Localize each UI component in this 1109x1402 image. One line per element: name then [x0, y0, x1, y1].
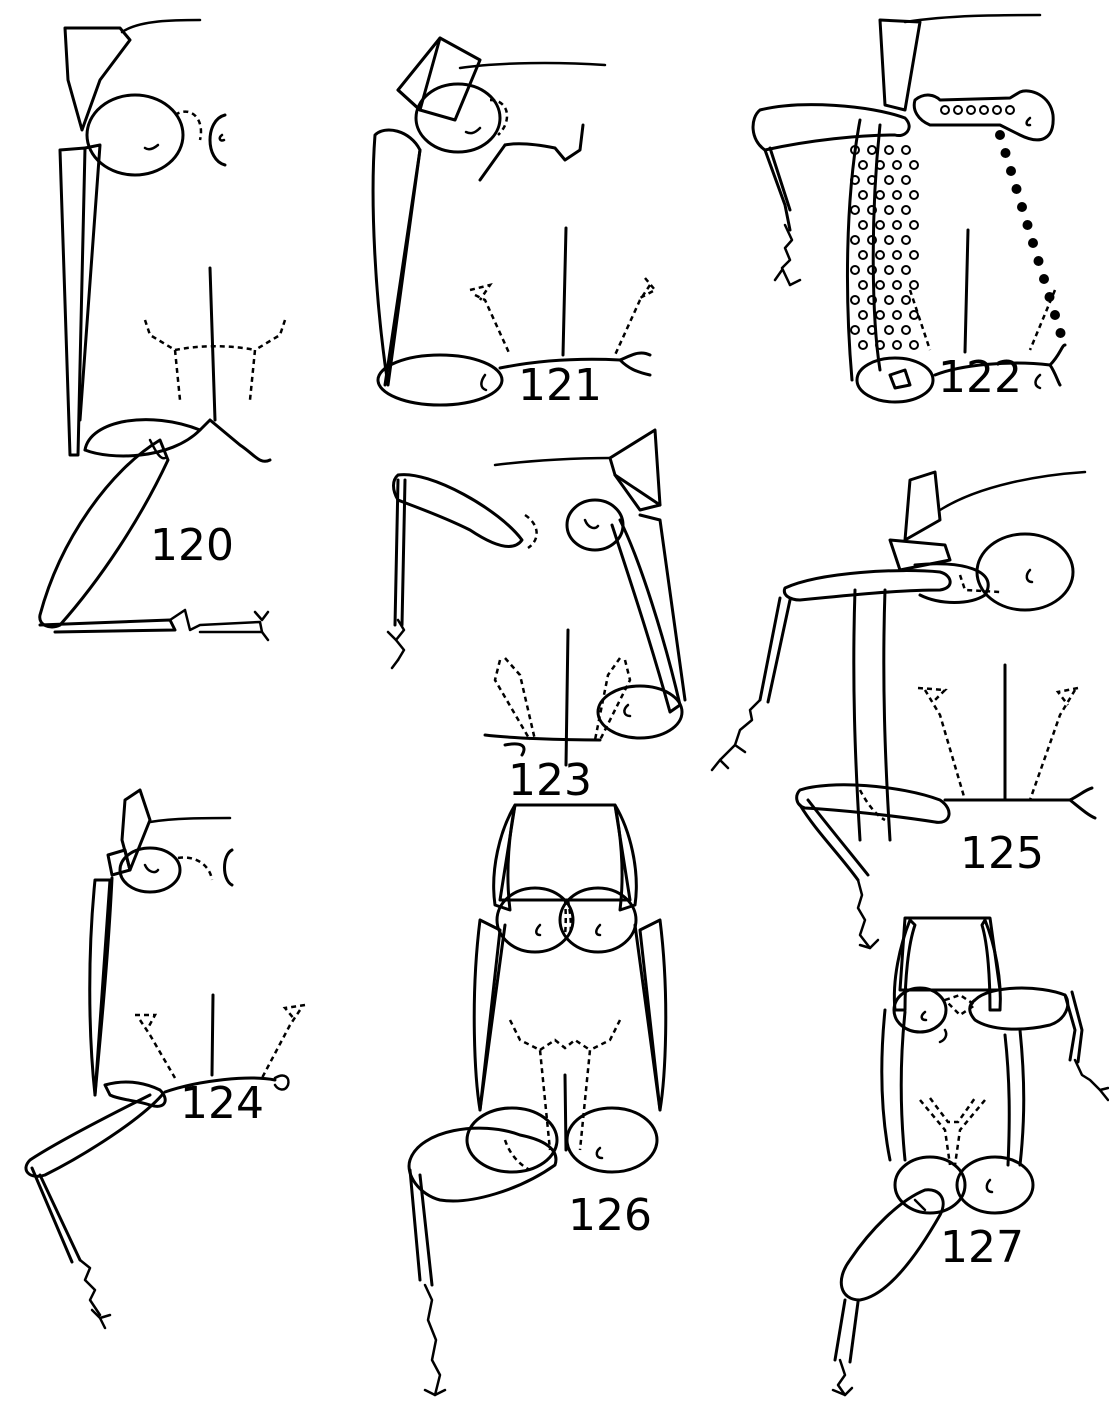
figure-127: 127: [833, 918, 1108, 1395]
figure-124-number: 124: [180, 1078, 264, 1129]
figure-124: 124: [26, 790, 305, 1328]
figure-123-number: 123: [508, 755, 592, 806]
figure-122-number: 122: [938, 352, 1022, 403]
figure-127-number: 127: [940, 1222, 1024, 1273]
figure-120-number: 120: [150, 520, 234, 571]
figure-125: 125: [712, 472, 1095, 948]
figure-126: 126: [409, 805, 666, 1395]
figure-125-number: 125: [960, 828, 1044, 879]
figure-126-number: 126: [568, 1190, 652, 1241]
figure-121-number: 121: [518, 360, 602, 411]
figure-122-stippling: [851, 106, 1066, 349]
figure-121: 121: [373, 38, 655, 411]
figure-120: 120: [40, 20, 285, 640]
figure-123: 123: [388, 430, 685, 806]
